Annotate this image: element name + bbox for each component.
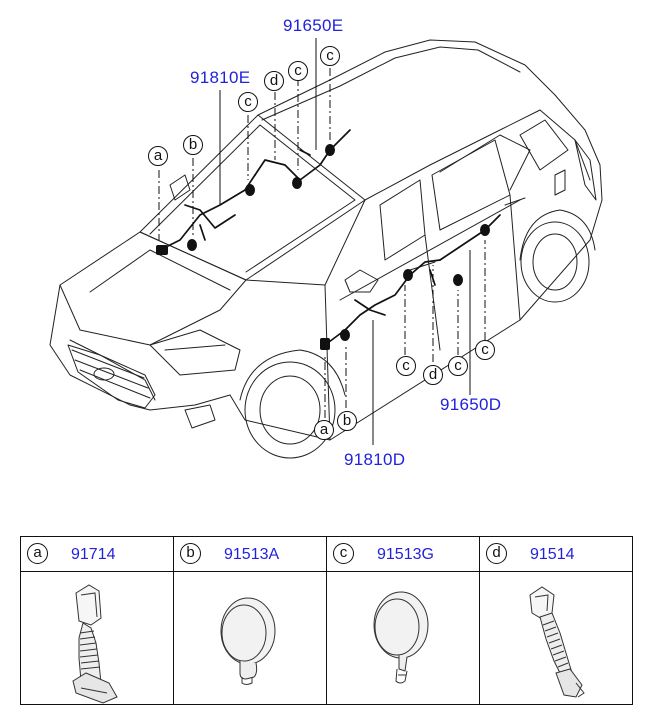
- callout-c: c: [396, 356, 416, 376]
- grommet-boot-icon: [529, 586, 585, 698]
- legend-part-number: 91513A: [224, 546, 280, 563]
- legend-letter: a: [27, 543, 48, 564]
- callout-b: b: [183, 135, 203, 155]
- legend-part-number: 91714: [71, 546, 116, 563]
- callout-a: a: [314, 420, 334, 440]
- legend-cell: a 91714: [21, 537, 174, 704]
- callout-c: c: [475, 340, 495, 360]
- legend-letter: b: [180, 543, 201, 564]
- callout-d: d: [423, 365, 443, 385]
- grommet-round-icon: [220, 597, 276, 685]
- callout-c: c: [238, 92, 258, 112]
- grommet-round-nozzle-icon: [373, 591, 429, 684]
- legend-letter: d: [486, 543, 507, 564]
- legend-cell-header: c 91513G: [327, 537, 479, 572]
- callout-b: b: [337, 411, 357, 431]
- legend-cell-header: b 91513A: [174, 537, 326, 572]
- callout-a: a: [148, 146, 168, 166]
- callout-d: d: [264, 71, 284, 91]
- part-number-label: 91810E: [190, 68, 251, 87]
- part-number-label: 91650E: [283, 16, 344, 35]
- legend-part-number: 91513G: [377, 546, 434, 563]
- legend-part-number: 91514: [530, 546, 575, 563]
- parts-legend-table: a 91714 b 91513A: [20, 536, 633, 705]
- legend-cell: c 91513G: [327, 537, 480, 704]
- part-number-label: 91650D: [440, 395, 502, 414]
- car-outline-illustration: [49, 38, 603, 459]
- legend-cell-header: d 91514: [480, 537, 632, 572]
- legend-letter: c: [333, 543, 354, 564]
- legend-cell-header: a 91714: [21, 537, 173, 572]
- wiring-diagram: 91650E 91810E 91650D 91810D a b c d c c …: [49, 16, 603, 469]
- legend-cell: d 91514: [480, 537, 632, 704]
- grommet-elbow-icon: [72, 584, 118, 704]
- callout-c: c: [448, 356, 468, 376]
- legend-cell: b 91513A: [174, 537, 327, 704]
- callout-c: c: [320, 46, 340, 66]
- callout-c: c: [288, 61, 308, 81]
- part-number-label: 91810D: [344, 450, 406, 469]
